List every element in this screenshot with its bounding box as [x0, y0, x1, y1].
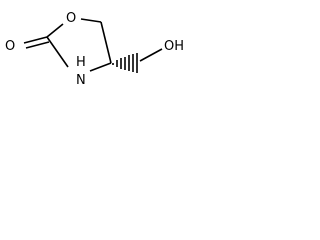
bond-nitrogen-c2: [46, 36, 69, 68]
stereo-hashed-wedge: [112, 53, 138, 73]
ring-nitrogen-label: N: [76, 73, 86, 88]
bond-c4-nitrogen: [89, 62, 112, 72]
bond-carbonyl-double-outer: [23, 36, 48, 44]
bond-c2-ring-oxygen: [46, 23, 64, 38]
bond-ch2-hydroxyl: [139, 48, 163, 62]
bond-c5-c4: [100, 21, 112, 64]
nitrogen-hydrogen-label: H: [76, 55, 86, 70]
ring-oxygen-label: O: [66, 11, 76, 26]
bond-carbonyl-double-inner: [25, 41, 50, 49]
molecule-structure: O O H N OH: [5, 11, 184, 88]
hydroxyl-group-label: OH: [164, 39, 184, 54]
carbonyl-oxygen-label: O: [5, 39, 15, 54]
bond-ring-oxygen-c5: [80, 18, 102, 23]
